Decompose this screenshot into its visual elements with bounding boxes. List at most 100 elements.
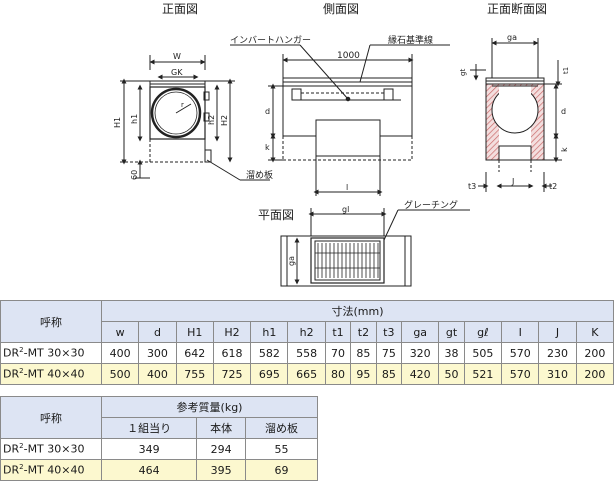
table-cell: 755 <box>175 363 214 385</box>
grating-bars <box>315 243 380 278</box>
dim-w-label: W <box>173 52 181 61</box>
table-cell: 582 <box>250 342 289 364</box>
mass-label-header: 呼称 <box>0 396 102 439</box>
dim-gt-label: gt <box>459 69 467 76</box>
table-cell: 230 <box>538 342 577 364</box>
dim-h1-label: H1 <box>113 117 122 128</box>
table-row: DR2-MT 30×30 349 294 55 <box>0 438 319 460</box>
table-cell: 400 <box>100 342 140 364</box>
dim-t2-label: t2 <box>549 182 557 191</box>
dim-k-side-label: k <box>265 143 270 152</box>
table-cell: 69 <box>244 459 319 481</box>
dim-t3-label: t3 <box>468 182 476 191</box>
table-cell: 642 <box>175 342 214 364</box>
table-cell: 400 <box>138 363 177 385</box>
dims-col-header: gt <box>438 321 465 343</box>
table-cell: 50 <box>438 363 465 385</box>
dim-k-section-label: k <box>560 147 569 152</box>
dim-ga-section-label: ga <box>507 33 517 42</box>
dim-r-label: r <box>181 101 184 109</box>
technical-drawing: 正面図 側面図 正面断面図 平面図 <box>113 1 570 287</box>
dims-col-header: d <box>138 321 177 343</box>
row-label: DR2-MT 30×30 <box>0 342 102 364</box>
table-row: DR2-MT 40×40 464 395 69 <box>0 459 319 481</box>
table-cell: 420 <box>401 363 440 385</box>
invert-hanger-label: インバートハンガー <box>230 35 311 46</box>
front-view-title: 正面図 <box>162 2 198 16</box>
dim-h1-small-label: h1 <box>130 114 139 124</box>
dims-col-header: J <box>538 321 577 343</box>
table-cell: 618 <box>212 342 252 364</box>
table-cell: 395 <box>196 459 246 481</box>
plan-view-title: 平面図 <box>258 208 294 222</box>
mass-table: 呼称 参考質量(kg) １組当り 本体 溜め板 DR2-MT 30×30 349… <box>0 396 319 481</box>
dim-1000-label: 1000 <box>337 51 360 61</box>
dims-col-header: H1 <box>175 321 214 343</box>
dimensions-table: 呼称 寸法(mm) w d H1 H2 h1 h2 t1 t2 t3 ga gt… <box>0 300 614 385</box>
section-view <box>470 38 562 192</box>
table-cell: 500 <box>100 363 140 385</box>
table-cell: 558 <box>287 342 326 364</box>
dims-col-header: h1 <box>250 321 289 343</box>
dim-d-section-label: d <box>561 107 566 116</box>
dim-60-label: 60 <box>130 170 139 180</box>
section-view-title: 正面断面図 <box>487 1 547 16</box>
dims-col-header: gℓ <box>463 321 503 343</box>
table-cell: 75 <box>375 342 403 364</box>
weir-plate-label: 溜め板 <box>246 169 273 181</box>
dim-gk-label: GK <box>171 68 183 77</box>
row-label: DR2-MT 40×40 <box>0 363 102 385</box>
dim-ga-plan-label: ga <box>287 256 296 266</box>
row-label: DR2-MT 40×40 <box>0 459 102 481</box>
table-cell: 320 <box>401 342 440 364</box>
table-cell: 38 <box>438 342 465 364</box>
table-cell: 521 <box>463 363 503 385</box>
table-cell: 570 <box>501 363 540 385</box>
dims-col-header: w <box>100 321 140 343</box>
table-cell: 310 <box>538 363 577 385</box>
table-cell: 300 <box>138 342 177 364</box>
table-cell: 294 <box>196 438 246 460</box>
dim-h2-small-label: h2 <box>207 115 216 125</box>
dims-col-header: t2 <box>350 321 377 343</box>
table-cell: 665 <box>287 363 326 385</box>
mass-col-header: 溜め板 <box>244 417 319 439</box>
dims-group-header: 寸法(mm) <box>101 300 614 322</box>
dim-j-label: J <box>511 177 514 186</box>
table-cell: 464 <box>100 459 198 481</box>
table-cell: 200 <box>575 342 614 364</box>
table-cell: 570 <box>501 342 540 364</box>
dims-col-header: I <box>501 321 540 343</box>
dims-col-header: K <box>575 321 614 343</box>
mass-col-header: 本体 <box>196 417 246 439</box>
dims-col-header: H2 <box>212 321 252 343</box>
table-cell: 80 <box>324 363 352 385</box>
table-cell: 95 <box>350 363 377 385</box>
table-cell: 695 <box>250 363 289 385</box>
table-cell: 200 <box>575 363 614 385</box>
table-cell: 55 <box>244 438 319 460</box>
table-cell: 349 <box>100 438 198 460</box>
dim-gl-label: gl <box>342 205 349 214</box>
grating-label: グレーチング <box>404 199 458 211</box>
mass-col-header: １組当り <box>100 417 198 439</box>
dim-h2-label: H2 <box>220 115 229 126</box>
plan-view <box>280 208 470 287</box>
side-view-title: 側面図 <box>323 2 359 16</box>
row-label: DR2-MT 30×30 <box>0 438 102 460</box>
dims-col-header: t1 <box>324 321 352 343</box>
dim-t1-label: t1 <box>562 67 570 74</box>
table-cell: 85 <box>350 342 377 364</box>
front-view <box>120 55 270 181</box>
table-cell: 70 <box>324 342 352 364</box>
curb-line-label: 縁石基準線 <box>388 34 433 46</box>
table-row: DR2-MT 40×40 500 400 755 725 695 665 80 … <box>0 363 614 385</box>
table-cell: 505 <box>463 342 503 364</box>
dims-label-header: 呼称 <box>0 300 102 343</box>
mass-group-header: 参考質量(kg) <box>101 396 318 418</box>
dim-d-side-label: d <box>265 107 270 116</box>
dims-col-header: t3 <box>375 321 403 343</box>
table-cell: 85 <box>375 363 403 385</box>
dim-l-label: l <box>346 183 348 192</box>
dims-col-header: h2 <box>287 321 326 343</box>
